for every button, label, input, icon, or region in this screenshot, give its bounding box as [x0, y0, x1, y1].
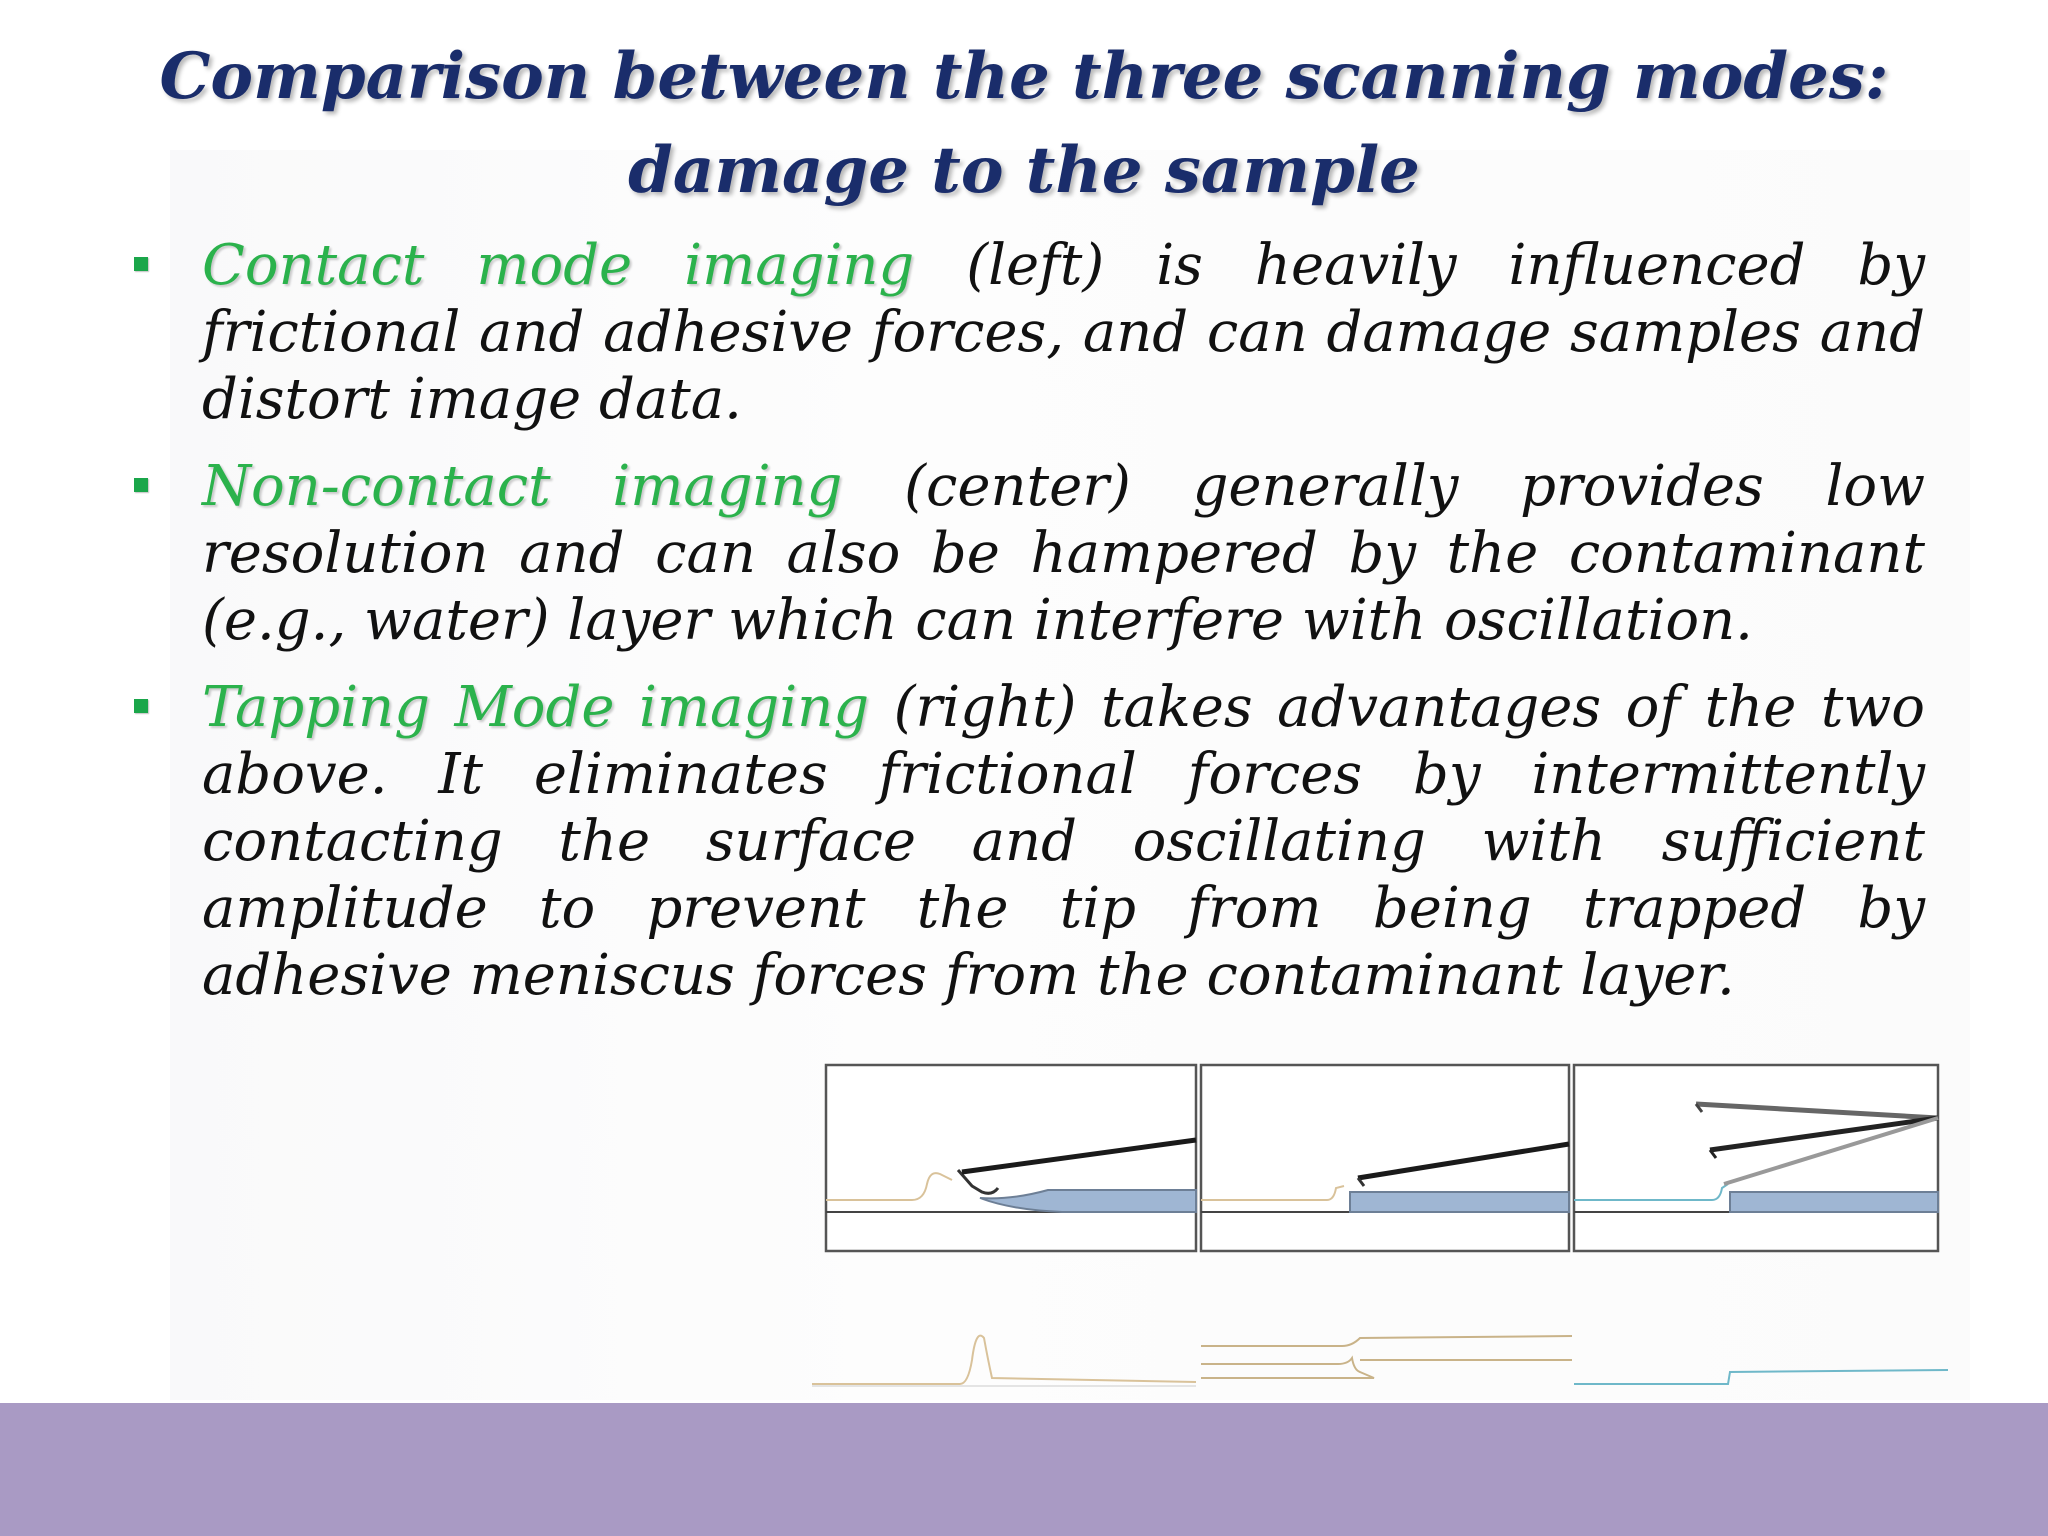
contact-tip	[956, 1169, 1000, 1195]
contaminant-line	[1201, 1185, 1345, 1201]
cantilever	[1357, 1141, 1570, 1181]
bullet-text: (center) generally provides low resoluti…	[202, 454, 1926, 653]
square-bullet-icon	[134, 257, 148, 271]
trace-noncontact-upper	[1201, 1335, 1573, 1347]
slide-title: Comparison between the three scanning mo…	[159, 39, 1889, 208]
trace-tapping	[1574, 1369, 1948, 1385]
bullet-text: (right) takes advantages of the two abov…	[202, 675, 1926, 1008]
tip	[1356, 1177, 1366, 1187]
trace-noncontact-lower	[1201, 1355, 1375, 1379]
bullet-tapping-mode: Tapping Mode imaging (right) takes advan…	[130, 674, 1925, 1009]
trace-contact	[812, 1334, 1197, 1385]
cantilever	[961, 1137, 1197, 1175]
tip	[1694, 1103, 1704, 1113]
bullet-term: Non-contact imaging	[202, 454, 843, 519]
scanning-modes-diagram	[812, 1063, 1948, 1387]
bullet-non-contact: Non-contact imaging (center) generally p…	[130, 453, 1925, 654]
bullet-text: (left) is heavily influenced by friction…	[202, 233, 1925, 432]
bullet-list: Contact mode imaging (left) is heavily i…	[130, 232, 1925, 1029]
bullet-term: Contact mode imaging	[202, 233, 915, 298]
sample-block	[1729, 1191, 1939, 1213]
tip	[1708, 1149, 1718, 1159]
deformed-sample	[979, 1189, 1197, 1213]
tapping-surface-line	[1574, 1183, 1729, 1201]
bullet-contact-mode: Contact mode imaging (left) is heavily i…	[130, 232, 1925, 433]
bullet-term: Tapping Mode imaging	[202, 675, 870, 740]
cantilever-lower	[1723, 1116, 1939, 1186]
cantilever-middle	[1709, 1115, 1939, 1153]
contaminant-line	[826, 1172, 953, 1201]
footer-band	[0, 1403, 2048, 1536]
sample-block	[1349, 1191, 1570, 1213]
panel-tapping-frame	[1572, 1063, 1940, 1253]
square-bullet-icon	[134, 699, 148, 713]
panel-contact-frame	[824, 1063, 1198, 1253]
cantilever-upper	[1695, 1101, 1939, 1121]
square-bullet-icon	[134, 478, 148, 492]
panel-noncontact-frame	[1199, 1063, 1571, 1253]
